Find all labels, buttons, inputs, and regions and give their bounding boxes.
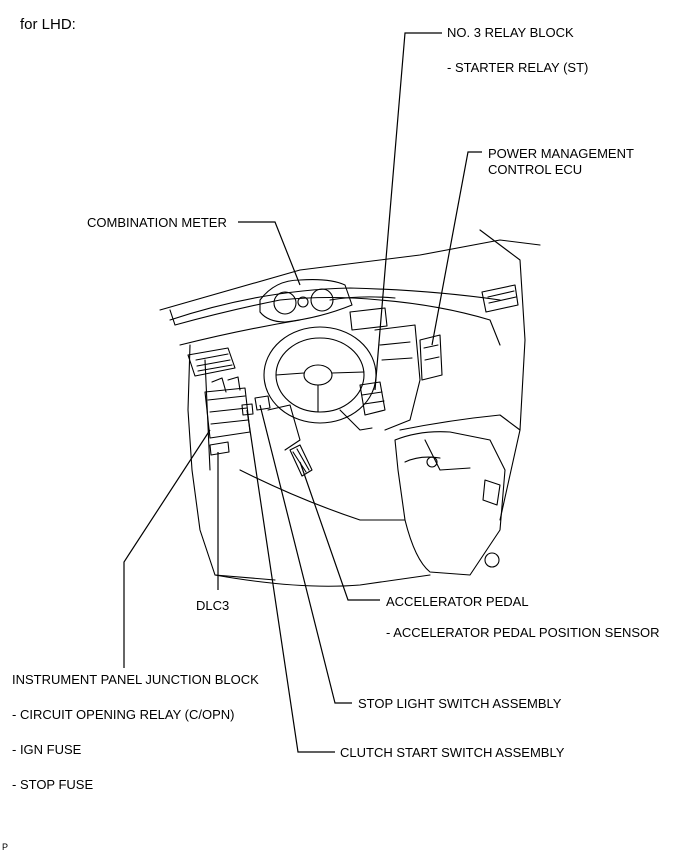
label-ign-fuse: - IGN FUSE [12,742,82,757]
page-title: for LHD: [20,16,76,33]
label-combination-meter: COMBINATION METER [87,215,227,230]
center-console [394,431,506,576]
left-vent [187,347,236,377]
pedal-bracket [267,404,301,451]
right-vent [481,284,519,313]
relay-block-shape [359,381,386,416]
dashboard-top [174,296,501,346]
accelerator-pedal-shape [289,444,313,477]
leader-no3-relay [374,32,442,391]
center-stack [374,324,421,431]
leader-ip-junction [123,429,211,668]
leader-combination-meter [238,221,301,286]
figure-code: P [2,842,9,852]
label-accelerator-pedal: ACCELERATOR PEDAL [386,594,529,609]
label-no3-relay-block: NO. 3 RELAY BLOCK [447,25,574,40]
left-side-panel [187,344,276,581]
label-stop-light-switch: STOP LIGHT SWITCH ASSEMBLY [358,696,562,711]
stop-light-switch-shape [254,395,271,411]
leader-clutch-switch [246,409,335,753]
label-power-mgmt-line2: CONTROL ECU [488,162,583,177]
label-clutch-start-switch: CLUTCH START SWITCH ASSEMBLY [340,745,565,760]
label-accel-pedal-sensor: - ACCELERATOR PEDAL POSITION SENSOR [386,625,660,640]
label-circuit-opening-relay: - CIRCUIT OPENING RELAY (C/OPN) [12,707,235,722]
label-stop-fuse: - STOP FUSE [12,777,94,792]
dlc3-shape [209,441,230,456]
windshield-outline [159,239,541,311]
label-dlc3: DLC3 [196,598,230,613]
leader-accelerator-pedal [299,461,380,601]
label-power-mgmt-line1: POWER MANAGEMENT [488,146,634,161]
clutch-switch-shape [241,403,254,416]
label-ip-junction-block: INSTRUMENT PANEL JUNCTION BLOCK [12,672,259,687]
leader-stop-light [259,404,352,704]
label-starter-relay: - STARTER RELAY (ST) [447,60,589,75]
leader-power-mgmt [431,151,482,346]
combination-meter-shape [259,279,353,323]
